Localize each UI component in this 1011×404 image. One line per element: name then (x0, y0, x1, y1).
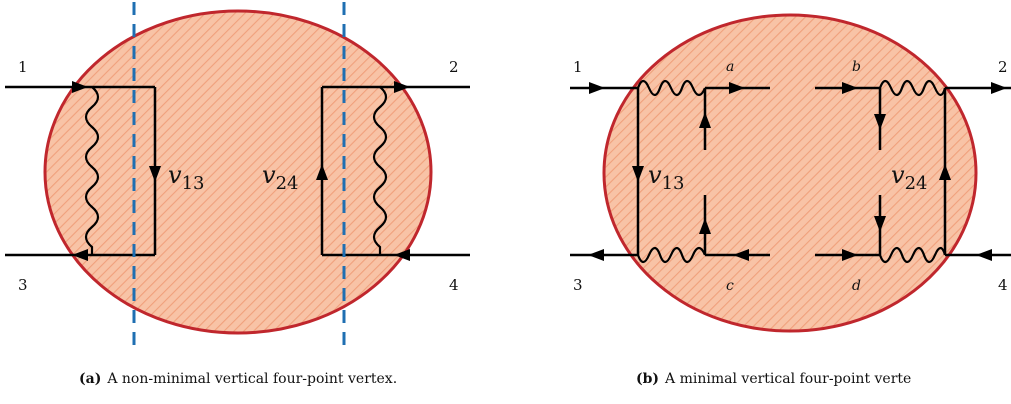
wavy-line-bottom-right (878, 246, 947, 264)
ext-label-2-b: 2 (998, 58, 1008, 76)
int-label-d: d (852, 278, 861, 294)
ext-label-3-b: 3 (573, 276, 583, 294)
arrow-in-4 (394, 249, 410, 261)
arrow-out-3-b (588, 249, 604, 261)
arrow-in-1-b (589, 82, 605, 94)
arrow-a-b (729, 82, 745, 94)
caption-a: (a)A non-minimal vertical four-point ver… (79, 371, 397, 387)
int-label-b: b (852, 59, 861, 75)
caption-b: (b)A minimal vertical four-point verte (636, 371, 911, 387)
arrow-up-right-b (939, 164, 951, 180)
arrow-up-v24 (316, 164, 328, 180)
arrows-b (588, 82, 1007, 261)
arrow-down-inner-top-b (874, 114, 886, 130)
ext-label-3: 3 (18, 276, 28, 294)
ext-label-4-b: 4 (998, 276, 1008, 294)
interaction-lines-b (636, 79, 947, 264)
interaction-label-v24: v24 (262, 161, 298, 194)
ext-label-1-b: 1 (573, 58, 583, 76)
ext-label-4: 4 (449, 276, 459, 294)
panel-b: 1 2 3 4 a b c d v13 v24 (b)A minimal ver… (570, 13, 1011, 387)
wavy-line-top-left (636, 79, 707, 97)
arrow-down-v13 (149, 166, 161, 182)
wavy-line-left (84, 86, 100, 255)
panel-a: 1 2 3 4 v13 v24 (a)A non-minimal vertica… (5, 2, 470, 387)
arrow-b-b (842, 82, 858, 94)
vertex-blob-a (43, 9, 433, 335)
arrow-out-2 (394, 81, 410, 93)
arrows-a (72, 81, 410, 261)
ext-label-2: 2 (449, 58, 459, 76)
int-label-c: c (726, 278, 734, 294)
cut-lines-a (132, 2, 346, 350)
int-label-a: a (726, 59, 734, 75)
wavy-line-top-right (878, 79, 947, 97)
interaction-label-v13: v13 (168, 161, 204, 194)
ext-label-1: 1 (18, 58, 28, 76)
arrow-up-inner-bottom-b (699, 218, 711, 234)
wavy-line-bottom-left (636, 246, 707, 264)
arrow-in-4-b (976, 249, 992, 261)
interaction-lines-a (84, 86, 388, 255)
arrow-down-left-b (632, 166, 644, 182)
arrow-out-2-b (991, 82, 1007, 94)
arrow-in-1 (72, 81, 88, 93)
arrow-down-inner-bottom-b (874, 216, 886, 232)
arrow-up-inner-top-b (699, 112, 711, 128)
arrow-d-b (842, 249, 858, 261)
interaction-label-v24-b: v24 (891, 161, 927, 194)
interaction-label-v13-b: v13 (648, 161, 684, 194)
wavy-line-right (372, 86, 388, 255)
arrow-c-b (733, 249, 749, 261)
arrow-out-3 (72, 249, 88, 261)
